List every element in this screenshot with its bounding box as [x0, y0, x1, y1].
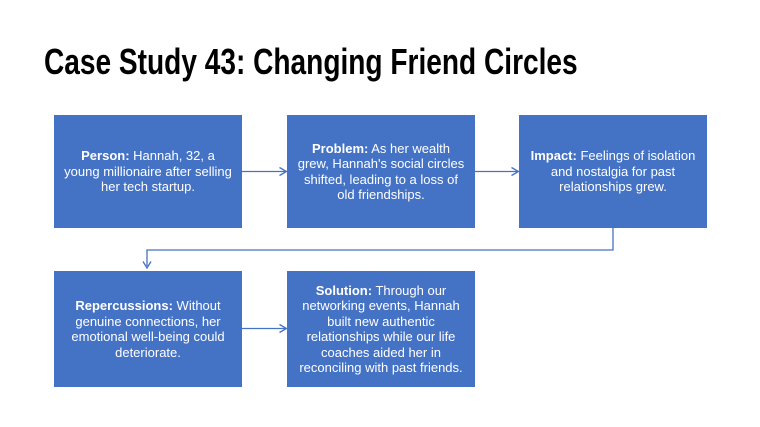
- arrow-problem-to-impact: [475, 166, 520, 177]
- impact-lead-label: Impact:: [530, 148, 577, 164]
- flow-box-solution: Solution: Through our networking events,…: [287, 271, 475, 387]
- flow-box-impact: Impact: Feelings of isolation and nostal…: [519, 115, 707, 228]
- person-body-text: Hannah, 32, a young millionaire after se…: [64, 148, 232, 195]
- flow-box-repercussions: Repercussions: Without genuine connectio…: [54, 271, 242, 387]
- solution-body-text: Through our networking events, Hannah bu…: [299, 282, 463, 376]
- flow-box-problem: Problem: As her wealth grew, Hannah's so…: [287, 115, 475, 228]
- impact-body-text: Feelings of isolation and nostalgia for …: [550, 148, 696, 195]
- arrow-repercussions-to-solution: [242, 323, 288, 334]
- flow-box-person: Person: Hannah, 32, a young millionaire …: [54, 115, 242, 228]
- problem-lead-label: Problem:: [311, 140, 369, 156]
- person-lead-label: Person:: [81, 148, 130, 164]
- elbow-arrow-impact-to-repercussions: [142, 228, 614, 270]
- flow-box-repercussions-text: Repercussions: Without genuine connectio…: [63, 298, 233, 360]
- problem-body-text: As her wealth grew, Hannah's social circ…: [297, 140, 465, 203]
- flow-box-solution-text: Solution: Through our networking events,…: [296, 283, 466, 376]
- flow-box-problem-text: Problem: As her wealth grew, Hannah's so…: [296, 141, 466, 203]
- flow-box-impact-text: Impact: Feelings of isolation and nostal…: [528, 148, 698, 195]
- repercussions-body-text: Without genuine connections, her emotion…: [71, 298, 225, 360]
- repercussions-lead-label: Repercussions:: [75, 298, 173, 313]
- flow-box-person-text: Person: Hannah, 32, a young millionaire …: [63, 148, 233, 195]
- slide-title: Case Study 43: Changing Friend Circles: [44, 41, 578, 82]
- solution-lead-label: Solution:: [315, 282, 373, 298]
- arrow-person-to-problem: [242, 166, 288, 177]
